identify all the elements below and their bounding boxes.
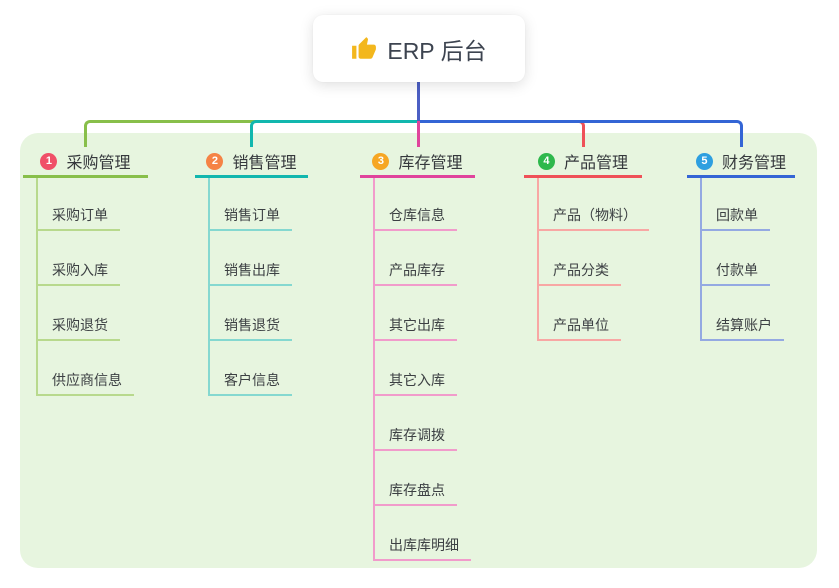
- child-node[interactable]: 出库库明细: [373, 536, 471, 561]
- branch-number-badge: 3: [372, 152, 390, 170]
- branch-child-trunk-line: [700, 178, 702, 339]
- child-row: 库存盘点: [373, 451, 471, 506]
- child-node[interactable]: 采购退货: [36, 316, 120, 341]
- child-node[interactable]: 库存调拨: [373, 426, 457, 451]
- branch-number-badge: 4: [537, 152, 555, 170]
- child-row: 产品单位: [537, 286, 649, 341]
- root-connector-line: [416, 82, 420, 121]
- connector-branch-5: [417, 120, 743, 147]
- child-row: 出库库明细: [373, 506, 471, 561]
- child-row: 结算账户: [700, 286, 784, 341]
- branch-node-5[interactable]: 5 财务管理: [687, 147, 795, 178]
- child-row: 其它出库: [373, 286, 471, 341]
- branch-number-badge: 5: [695, 152, 713, 170]
- child-node[interactable]: 供应商信息: [36, 371, 134, 396]
- branch-child-trunk-line: [36, 178, 38, 394]
- branch-children: 采购订单采购入库采购退货供应商信息: [36, 176, 134, 396]
- child-row: 采购入库: [36, 231, 134, 286]
- child-row: 采购订单: [36, 176, 134, 231]
- child-node[interactable]: 库存盘点: [373, 481, 457, 506]
- branch-child-trunk-line: [537, 178, 539, 339]
- child-row: 回款单: [700, 176, 784, 231]
- child-node[interactable]: 采购入库: [36, 261, 120, 286]
- branch-label: 销售管理: [232, 155, 297, 172]
- root-node[interactable]: ERP 后台: [313, 15, 525, 82]
- child-row: 仓库信息: [373, 176, 471, 231]
- child-row: 采购退货: [36, 286, 134, 341]
- child-node[interactable]: 其它出库: [373, 316, 457, 341]
- root-node-label: ERP 后台: [387, 37, 487, 64]
- child-row: 其它入库: [373, 341, 471, 396]
- branch-label: 产品管理: [563, 155, 628, 172]
- branch-children: 销售订单销售出库销售退货客户信息: [208, 176, 292, 396]
- branch-children: 回款单付款单结算账户: [700, 176, 784, 341]
- child-row: 产品库存: [373, 231, 471, 286]
- child-row: 产品分类: [537, 231, 649, 286]
- child-row: 产品（物料）: [537, 176, 649, 231]
- branch-child-trunk-line: [373, 178, 375, 559]
- branch-node-1[interactable]: 1 采购管理: [23, 147, 148, 178]
- branch-child-trunk-line: [208, 178, 210, 394]
- child-row: 库存调拨: [373, 396, 471, 451]
- branch-children: 仓库信息产品库存其它出库其它入库库存调拨库存盘点出库库明细: [373, 176, 471, 561]
- connector-branch-2: [250, 120, 419, 147]
- thumbs-up-icon: [352, 36, 377, 59]
- child-row: 付款单: [700, 231, 784, 286]
- branch-label: 采购管理: [66, 155, 131, 172]
- branch-label: 财务管理: [721, 155, 786, 172]
- child-node[interactable]: 客户信息: [208, 371, 292, 396]
- branch-node-3[interactable]: 3 库存管理: [360, 147, 475, 178]
- child-node[interactable]: 仓库信息: [373, 206, 457, 231]
- child-node[interactable]: 采购订单: [36, 206, 120, 231]
- child-node[interactable]: 回款单: [700, 206, 770, 231]
- child-node[interactable]: 销售退货: [208, 316, 292, 341]
- child-row: 销售出库: [208, 231, 292, 286]
- branch-children: 产品（物料） 产品分类产品单位: [537, 176, 649, 341]
- child-node[interactable]: 销售订单: [208, 206, 292, 231]
- branch-number-badge: 2: [206, 152, 224, 170]
- child-row: 供应商信息: [36, 341, 134, 396]
- child-node[interactable]: 销售出库: [208, 261, 292, 286]
- branch-node-4[interactable]: 4 产品管理: [524, 147, 642, 178]
- child-node[interactable]: 结算账户: [700, 316, 784, 341]
- child-node[interactable]: 其它入库: [373, 371, 457, 396]
- branch-label: 库存管理: [398, 155, 463, 172]
- child-node[interactable]: 产品库存: [373, 261, 457, 286]
- child-node[interactable]: 产品（物料）: [537, 206, 649, 231]
- connector-branch-3: [416, 121, 420, 147]
- branch-node-2[interactable]: 2 销售管理: [195, 147, 308, 178]
- child-row: 客户信息: [208, 341, 292, 396]
- child-row: 销售退货: [208, 286, 292, 341]
- branches-panel: [20, 133, 817, 568]
- child-row: 销售订单: [208, 176, 292, 231]
- child-node[interactable]: 产品单位: [537, 316, 621, 341]
- child-node[interactable]: 付款单: [700, 261, 770, 286]
- branch-number-badge: 1: [40, 152, 58, 170]
- child-node[interactable]: 产品分类: [537, 261, 621, 286]
